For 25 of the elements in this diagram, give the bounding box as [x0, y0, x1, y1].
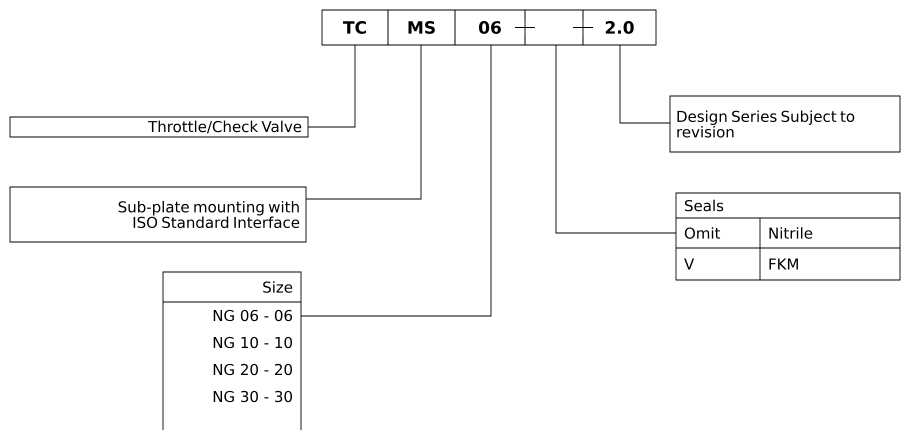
blank-code-field	[514, 10, 594, 46]
code-field: 06	[454, 10, 526, 46]
table-heading: Size	[263, 281, 292, 293]
leader-line	[556, 44, 676, 234]
leader-line	[300, 44, 492, 316]
seals-table	[676, 192, 900, 280]
seal-material: Nitrile	[769, 227, 812, 239]
size-table	[162, 272, 302, 430]
size-code: NG 20 - 20	[214, 364, 292, 376]
code-field: 2.0	[582, 10, 656, 46]
size-code: NG 06 - 06	[214, 310, 292, 322]
leader-line	[620, 44, 670, 124]
table-heading: Seals	[685, 200, 724, 212]
leader-line	[306, 44, 422, 200]
seal-code: Omit	[684, 227, 720, 239]
description-box: Throttle/Check Valve	[10, 116, 308, 138]
code-field: MS	[388, 10, 456, 46]
code-field: TC	[322, 10, 388, 46]
description-box: Design Series Subject to revision	[670, 96, 900, 152]
description-box: Sub-plate mounting with ISO Standard Interface	[10, 186, 306, 242]
size-code: NG 30 - 30	[214, 390, 292, 402]
seal-code: V	[684, 258, 694, 270]
leader-line	[308, 44, 356, 128]
seal-material: FKM	[769, 258, 798, 270]
size-code: NG 10 - 10	[214, 336, 292, 348]
